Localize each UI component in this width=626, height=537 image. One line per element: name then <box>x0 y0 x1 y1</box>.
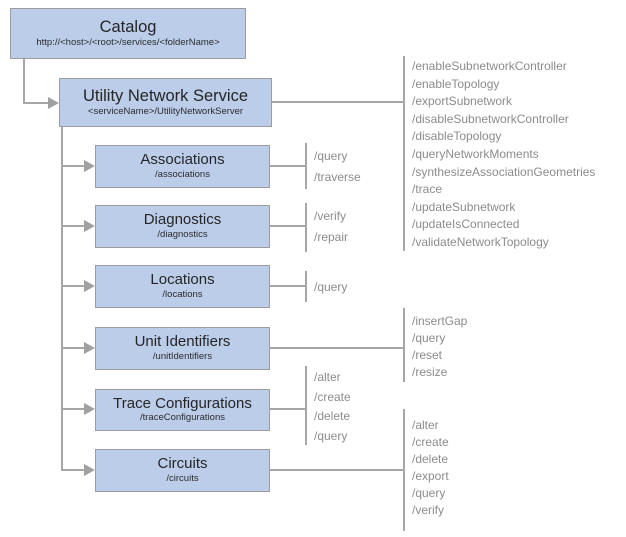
connector-line <box>272 101 403 103</box>
operation-label: /trace <box>412 182 443 197</box>
connector-line <box>305 271 307 302</box>
node-unit-identifiers: Unit Identifiers /unitIdentifiers <box>95 327 270 370</box>
connector-arrow-icon <box>84 160 95 172</box>
node-subtitle: /circuits <box>166 472 199 484</box>
connector-line <box>305 143 307 189</box>
node-catalog: Catalog http://<host>/<root>/services/<f… <box>10 8 246 59</box>
connector-line <box>23 102 49 104</box>
operation-label: /alter <box>412 418 439 432</box>
node-title: Locations <box>150 271 215 289</box>
node-subtitle: http://<host>/<root>/services/<folderNam… <box>36 36 220 48</box>
connector-line <box>270 225 306 227</box>
operation-label: /query <box>412 331 446 345</box>
connector-arrow-icon <box>84 342 95 354</box>
connector-arrow-icon <box>48 97 59 109</box>
operation-label: /query <box>412 486 446 500</box>
operation-label: /export <box>412 469 449 483</box>
node-title: Unit Identifiers <box>134 333 231 351</box>
node-subtitle: /unitIdentifiers <box>152 350 213 362</box>
node-circuits: Circuits /circuits <box>95 449 270 492</box>
connector-line <box>403 56 405 251</box>
node-subtitle: /associations <box>155 168 210 180</box>
operations-list-locations: /query <box>314 277 347 298</box>
operation-label: /create <box>314 389 351 404</box>
connector-line <box>61 347 84 349</box>
node-trace-configurations: Trace Configurations /traceConfiguration… <box>95 389 270 431</box>
node-title: Utility Network Service <box>82 87 249 106</box>
operations-list-circuits: /alter /create /delete /export /query /v… <box>412 417 449 519</box>
node-subtitle: <serviceName>/UtilityNetworkServer <box>87 105 244 117</box>
operations-list-diagnostics: /verify /repair <box>314 206 348 248</box>
connector-arrow-icon <box>84 220 95 232</box>
node-subtitle: /diagnostics <box>157 228 208 240</box>
connector-line <box>270 469 403 471</box>
connector-line <box>270 408 306 410</box>
operation-label: /exportSubnetwork <box>412 94 513 109</box>
operations-list-trace-configurations: /alter /create /delete /query <box>314 368 351 446</box>
operation-label: /verify <box>314 209 347 223</box>
connector-line <box>305 366 307 445</box>
operation-label: /repair <box>314 230 349 244</box>
node-title: Catalog <box>99 18 157 37</box>
connector-line <box>61 225 84 227</box>
operation-label: /insertGap <box>412 314 468 328</box>
connector-line <box>61 469 84 471</box>
operation-label: /query <box>314 149 348 163</box>
operation-label: /enableTopology <box>412 76 500 91</box>
node-title: Diagnostics <box>143 211 222 229</box>
operation-label: /traverse <box>314 170 361 184</box>
connector-line <box>23 59 25 104</box>
operation-label: /disableSubnetworkController <box>412 111 569 126</box>
operation-label: /verify <box>412 503 445 517</box>
connector-line <box>270 285 306 287</box>
operation-label: /reset <box>412 348 443 362</box>
operations-list-utility-network-service: /enableSubnetworkController /enableTopol… <box>412 58 595 252</box>
connector-line <box>61 285 84 287</box>
connector-line <box>270 165 306 167</box>
connector-line <box>305 203 307 252</box>
node-locations: Locations /locations <box>95 265 270 308</box>
operation-label: /query <box>314 428 348 443</box>
operation-label: /create <box>412 435 449 449</box>
operation-label: /disableTopology <box>412 129 502 144</box>
operation-label: /delete <box>314 409 351 423</box>
operation-label: /query <box>314 280 348 294</box>
connector-line <box>403 308 405 382</box>
operation-label: /synthesizeAssociationGeometries <box>412 164 596 179</box>
operation-label: /validateNetworkTopology <box>412 234 549 249</box>
operation-label: /queryNetworkMoments <box>412 146 539 161</box>
node-diagnostics: Diagnostics /diagnostics <box>95 205 270 248</box>
connector-line <box>61 165 84 167</box>
operations-list-unit-identifiers: /insertGap /query /reset /resize <box>412 313 467 381</box>
connector-arrow-icon <box>84 403 95 415</box>
node-title: Associations <box>140 151 225 169</box>
operation-label: /alter <box>314 370 341 384</box>
operations-list-associations: /query /traverse <box>314 146 361 188</box>
node-title: Circuits <box>157 455 208 473</box>
connector-arrow-icon <box>84 464 95 476</box>
node-utility-network-service: Utility Network Service <serviceName>/Ut… <box>59 78 272 127</box>
connector-line <box>61 408 84 410</box>
operation-label: /updateIsConnected <box>412 217 520 232</box>
operation-label: /updateSubnetwork <box>412 199 516 214</box>
node-associations: Associations /associations <box>95 145 270 188</box>
node-subtitle: /locations <box>162 288 203 300</box>
connector-arrow-icon <box>84 280 95 292</box>
node-subtitle: /traceConfigurations <box>139 412 226 424</box>
operation-label: /resize <box>412 365 448 379</box>
operation-label: /delete <box>412 452 449 466</box>
operation-label: /enableSubnetworkController <box>412 59 567 73</box>
connector-line <box>61 127 63 471</box>
connector-line <box>270 347 403 349</box>
connector-line <box>403 409 405 531</box>
node-title: Trace Configurations <box>113 394 252 412</box>
